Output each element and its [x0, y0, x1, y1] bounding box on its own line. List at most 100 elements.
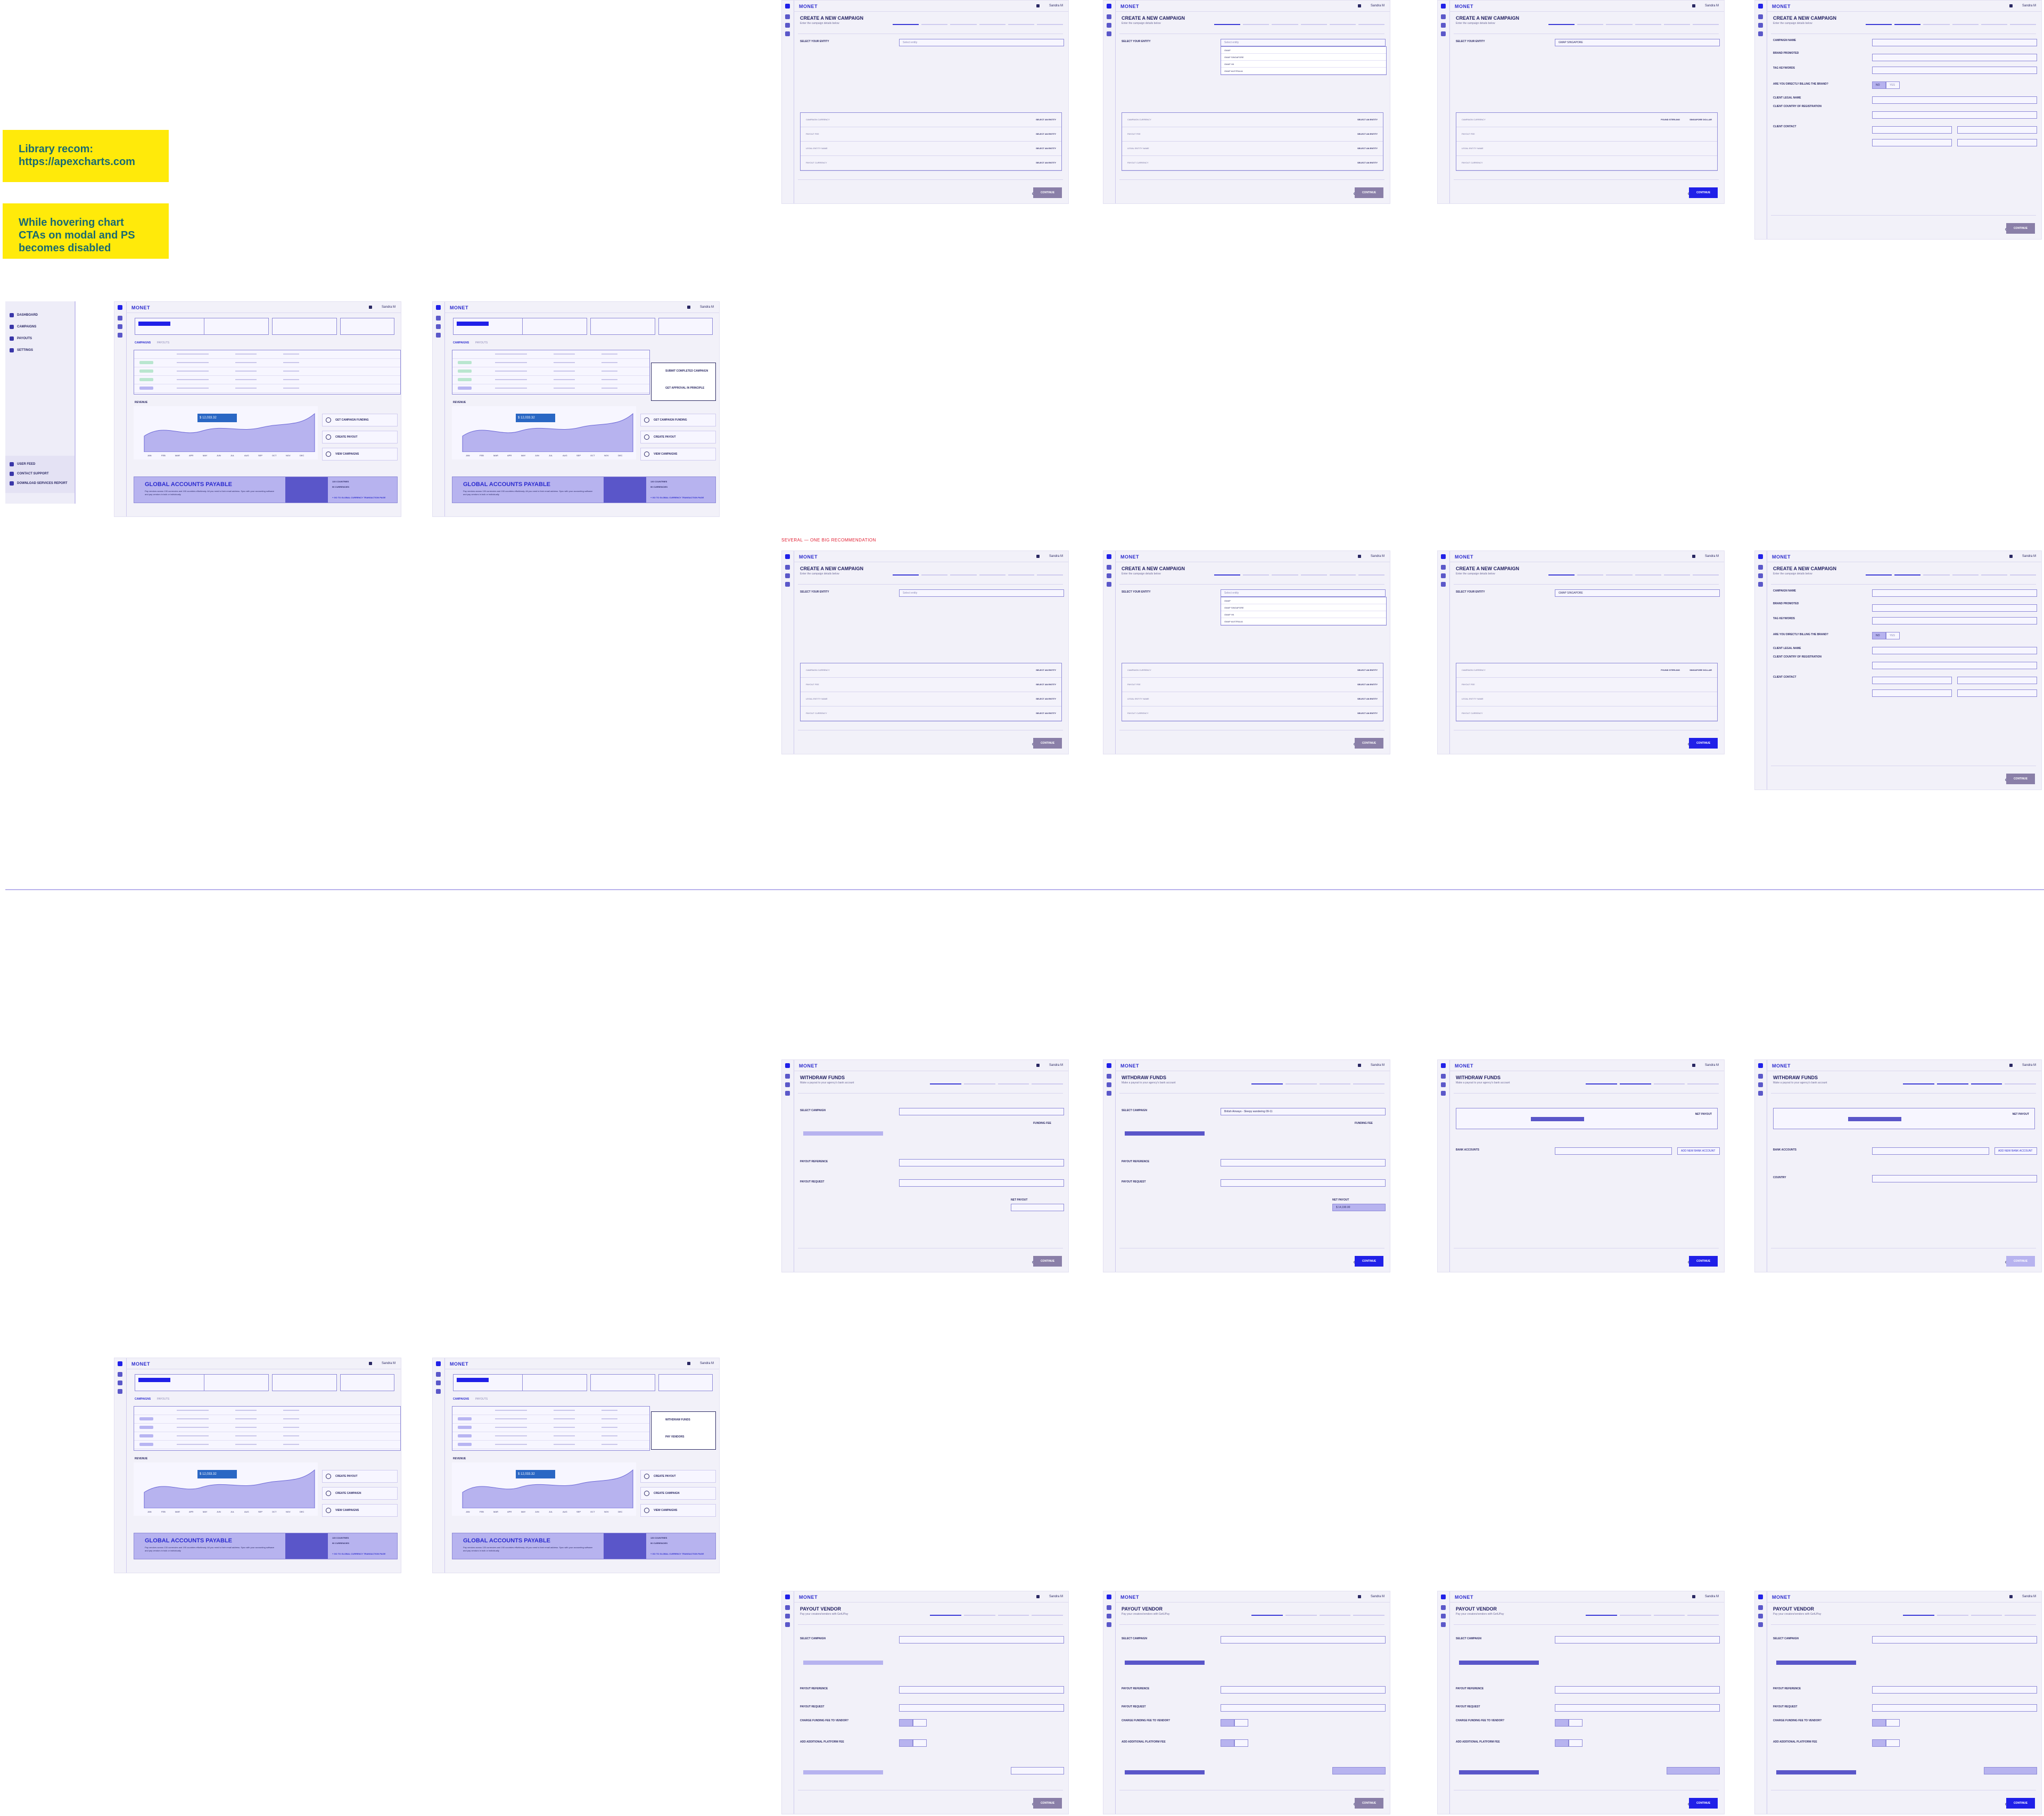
no-toggle[interactable]: [1555, 1719, 1569, 1727]
cta-button[interactable]: CREATE CAMPAIGN: [640, 1487, 716, 1500]
bell-icon[interactable]: [1358, 4, 1361, 7]
tab-campaigns[interactable]: CAMPAIGNS: [135, 341, 151, 344]
settings-icon[interactable]: [436, 1389, 441, 1394]
yes-toggle[interactable]: [913, 1739, 927, 1747]
settings-icon[interactable]: [1441, 1622, 1446, 1627]
campaigns-icon[interactable]: [1758, 1082, 1763, 1087]
campaigns-icon[interactable]: [1441, 1614, 1446, 1618]
cta-button[interactable]: GET CAMPAIGN FUNDING: [640, 414, 716, 426]
table-row[interactable]: [134, 1424, 400, 1432]
continue-button[interactable]: CONTINUE: [1689, 187, 1718, 198]
campaigns-icon[interactable]: [1758, 23, 1763, 28]
table-row[interactable]: [452, 350, 649, 359]
bell-icon[interactable]: [1692, 4, 1695, 7]
campaigns-icon[interactable]: [436, 324, 441, 329]
cta-button[interactable]: CREATE CAMPAIGN: [322, 1487, 398, 1500]
add-bank-button[interactable]: ADD NEW BANK ACCOUNT: [1677, 1147, 1720, 1155]
bell-icon[interactable]: [2009, 4, 2013, 7]
bell-icon[interactable]: [1036, 4, 1040, 7]
tab-payouts[interactable]: PAYOUTS: [157, 341, 170, 344]
table-row[interactable]: [134, 384, 400, 393]
nav-download-report[interactable]: DOWNLOAD SERVICES REPORT: [10, 481, 68, 486]
continue-button[interactable]: CONTINUE: [2006, 1256, 2035, 1267]
cta-button[interactable]: VIEW CAMPAIGNS: [322, 1504, 398, 1517]
entity-select[interactable]: GMAP SINGAPORE: [1555, 39, 1720, 46]
dashboard-icon[interactable]: [1107, 565, 1111, 570]
bell-icon[interactable]: [369, 306, 372, 309]
table-row[interactable]: [452, 359, 649, 367]
payout-request-input[interactable]: [1872, 1704, 2037, 1712]
contact-input[interactable]: [1957, 689, 2037, 697]
campaigns-icon[interactable]: [785, 1614, 790, 1618]
no-toggle[interactable]: [899, 1739, 913, 1747]
user-menu[interactable]: Sandra M: [1704, 1595, 1719, 1598]
dashboard-icon[interactable]: [785, 565, 790, 570]
settings-icon[interactable]: [1441, 31, 1446, 36]
no-toggle[interactable]: [1872, 1719, 1886, 1727]
entity-select[interactable]: GMAP SINGAPORE: [1555, 589, 1720, 597]
tab-payouts[interactable]: PAYOUTS: [157, 1398, 170, 1401]
bell-icon[interactable]: [1692, 1064, 1695, 1067]
banner-link[interactable]: + GO TO GLOBAL CURRENCY TRANSACTION PAGE: [650, 1552, 704, 1555]
contact-input[interactable]: [1957, 677, 2037, 684]
tab-campaigns[interactable]: CAMPAIGNS: [135, 1398, 151, 1401]
campaigns-icon[interactable]: [785, 1082, 790, 1087]
settings-icon[interactable]: [1758, 1622, 1763, 1627]
table-row[interactable]: [134, 1441, 400, 1449]
table-row[interactable]: [452, 1424, 649, 1432]
settings-icon[interactable]: [1441, 1091, 1446, 1096]
banner-link[interactable]: + GO TO GLOBAL CURRENCY TRANSACTION PAGE: [650, 496, 704, 499]
campaigns-icon[interactable]: [1758, 573, 1763, 578]
continue-button[interactable]: CONTINUE: [1033, 1256, 1062, 1267]
user-menu[interactable]: Sandra M: [381, 306, 395, 309]
banner-link[interactable]: + GO TO GLOBAL CURRENCY TRANSACTION PAGE: [332, 1552, 386, 1555]
campaigns-icon[interactable]: [118, 1381, 122, 1385]
user-menu[interactable]: Sandra M: [1370, 555, 1384, 558]
table-row[interactable]: [134, 350, 400, 359]
tab-campaigns[interactable]: CAMPAIGNS: [453, 1398, 469, 1401]
bank-account-select[interactable]: [1555, 1147, 1672, 1155]
continue-button[interactable]: CONTINUE: [1689, 1798, 1718, 1809]
entity-select[interactable]: Select entity: [1221, 39, 1386, 46]
nav-contact-support[interactable]: CONTACT SUPPORT: [10, 472, 49, 476]
no-toggle[interactable]: [1555, 1739, 1569, 1747]
campaign-select[interactable]: [1872, 1636, 2037, 1644]
dashboard-icon[interactable]: [1441, 565, 1446, 570]
cta-button[interactable]: CREATE PAYOUT: [322, 1470, 398, 1483]
continue-button[interactable]: CONTINUE: [1355, 1256, 1383, 1267]
settings-icon[interactable]: [436, 333, 441, 338]
user-menu[interactable]: Sandra M: [1049, 4, 1063, 7]
campaigns-icon[interactable]: [118, 324, 122, 329]
tab-payouts[interactable]: PAYOUTS: [475, 341, 488, 344]
user-menu[interactable]: Sandra M: [1370, 4, 1384, 7]
table-row[interactable]: [452, 367, 649, 376]
continue-button[interactable]: CONTINUE: [1689, 738, 1718, 749]
tab-payouts[interactable]: PAYOUTS: [475, 1398, 488, 1401]
add-bank-button[interactable]: ADD NEW BANK ACCOUNT: [1994, 1147, 2037, 1155]
form-input[interactable]: [1872, 111, 2037, 119]
cta-button[interactable]: GET CAMPAIGN FUNDING: [322, 414, 398, 426]
user-menu[interactable]: Sandra M: [1370, 1064, 1384, 1067]
bell-icon[interactable]: [1036, 1064, 1040, 1067]
payout-reference-input[interactable]: [1221, 1159, 1386, 1166]
bell-icon[interactable]: [1358, 1595, 1361, 1598]
dropdown-option[interactable]: GMAP AUSTRALIA: [1221, 68, 1386, 75]
bell-icon[interactable]: [369, 1362, 372, 1365]
campaigns-icon[interactable]: [1441, 1082, 1446, 1087]
dropdown-option[interactable]: GMAP HK: [1221, 61, 1386, 68]
bell-icon[interactable]: [1358, 1064, 1361, 1067]
settings-icon[interactable]: [118, 1389, 122, 1394]
popup-option-2[interactable]: GET APPROVAL IN PRINCIPLE: [665, 387, 705, 390]
bell-icon[interactable]: [2009, 1064, 2013, 1067]
nav-payouts[interactable]: PAYOUTS: [10, 336, 32, 341]
form-input[interactable]: [1872, 604, 2037, 612]
dashboard-icon[interactable]: [1758, 565, 1763, 570]
dashboard-icon[interactable]: [1758, 1074, 1763, 1079]
sgd-option[interactable]: SINGAPORE DOLLAR: [1689, 118, 1712, 121]
no-toggle[interactable]: [1872, 1739, 1886, 1747]
campaign-select[interactable]: [1221, 1636, 1386, 1644]
dashboard-icon[interactable]: [1107, 1605, 1111, 1610]
bell-icon[interactable]: [1692, 555, 1695, 558]
yes-toggle[interactable]: YES: [1886, 81, 1900, 89]
dropdown-option[interactable]: GMAP AUSTRALIA: [1221, 618, 1386, 625]
